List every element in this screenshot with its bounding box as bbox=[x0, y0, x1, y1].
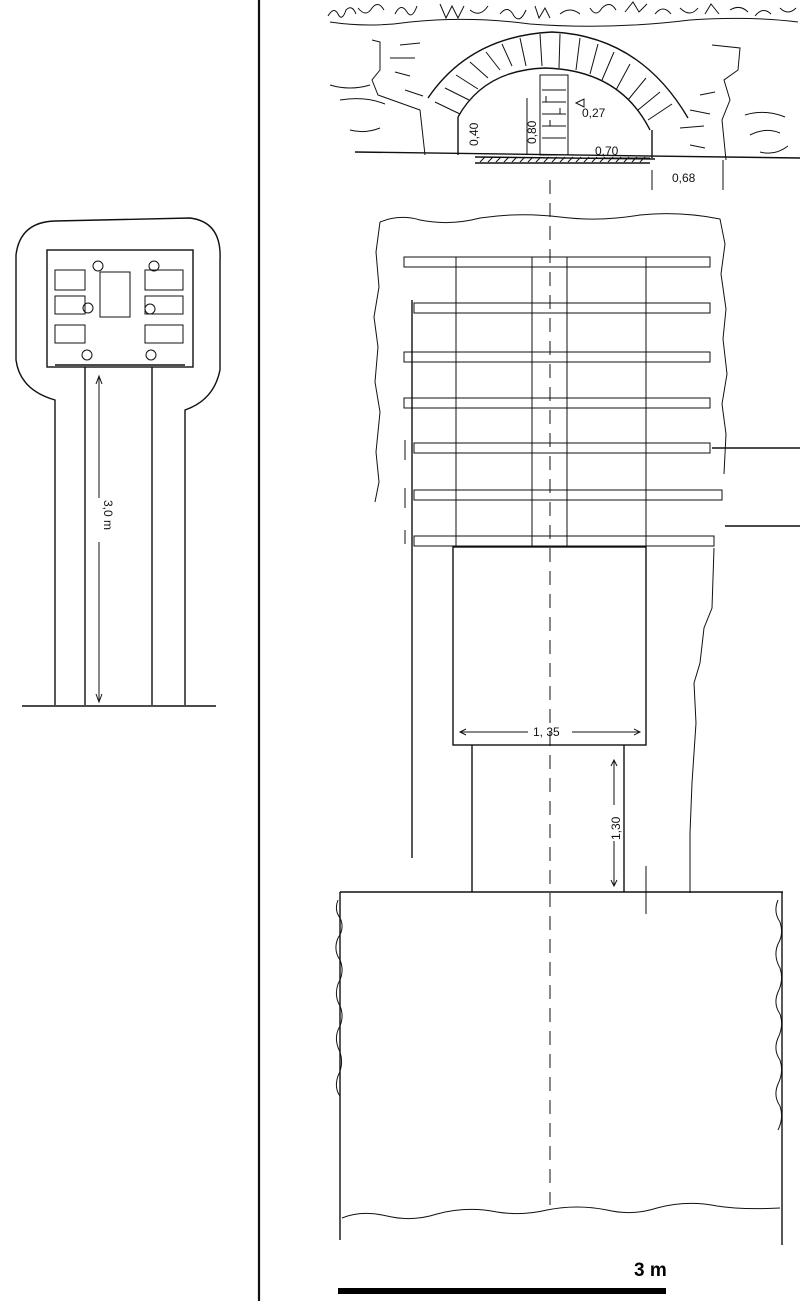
head-block-1 bbox=[54, 269, 86, 291]
base-block bbox=[335, 891, 783, 1245]
head-block-6 bbox=[144, 324, 184, 344]
arch-ground-line bbox=[354, 151, 800, 159]
dim-1-30: 1,30 bbox=[609, 816, 623, 840]
arch-section: 0,40 0,80 0,27 0,70 0,68 bbox=[327, 1, 800, 190]
head-hole-4 bbox=[144, 303, 156, 315]
top-vegetation bbox=[327, 1, 797, 20]
head-hole-1 bbox=[92, 260, 104, 272]
head-hole-2 bbox=[148, 260, 160, 272]
dim-0-27: 0,27 bbox=[582, 106, 606, 120]
head-block-2 bbox=[54, 295, 86, 315]
side-elevation: 3,0 m bbox=[15, 217, 221, 707]
head-hole-3 bbox=[82, 302, 94, 314]
elevation-head-box bbox=[46, 249, 194, 368]
head-hole-6 bbox=[145, 349, 157, 361]
dim-0-68: 0,68 bbox=[672, 171, 696, 185]
base-right-wavy-edge bbox=[775, 899, 783, 1131]
plan-outer-outline bbox=[373, 213, 728, 503]
arch-center-pier bbox=[539, 74, 569, 156]
scale-bar: 3 m bbox=[338, 1260, 667, 1294]
plan-rungs bbox=[403, 256, 723, 547]
rock-right bbox=[679, 44, 789, 161]
elevation-outer-outline bbox=[15, 217, 221, 705]
rock-left bbox=[329, 39, 426, 156]
head-center-block bbox=[99, 271, 131, 318]
dim-1-35: 1, 35 bbox=[533, 725, 560, 739]
plan-view: 1, 35 1,30 bbox=[373, 213, 800, 914]
head-hole-5 bbox=[81, 349, 93, 361]
head-block-3 bbox=[54, 324, 86, 344]
scale-bar-line bbox=[338, 1288, 666, 1294]
base-bottom-wavy-edge bbox=[341, 1202, 781, 1220]
head-block-4 bbox=[144, 269, 184, 291]
arch-extrados bbox=[427, 31, 689, 119]
dim-0-40: 0,40 bbox=[467, 122, 481, 146]
arch-voussoir-joints bbox=[434, 33, 673, 121]
dim-0-70: 0,70 bbox=[595, 144, 619, 158]
dim-0-80: 0,80 bbox=[525, 120, 539, 144]
height-dimension-label: 3,0 m bbox=[101, 500, 115, 530]
base-left-wavy-edge bbox=[335, 899, 343, 1097]
head-block-5 bbox=[144, 295, 184, 315]
scale-bar-label: 3 m bbox=[634, 1260, 667, 1281]
